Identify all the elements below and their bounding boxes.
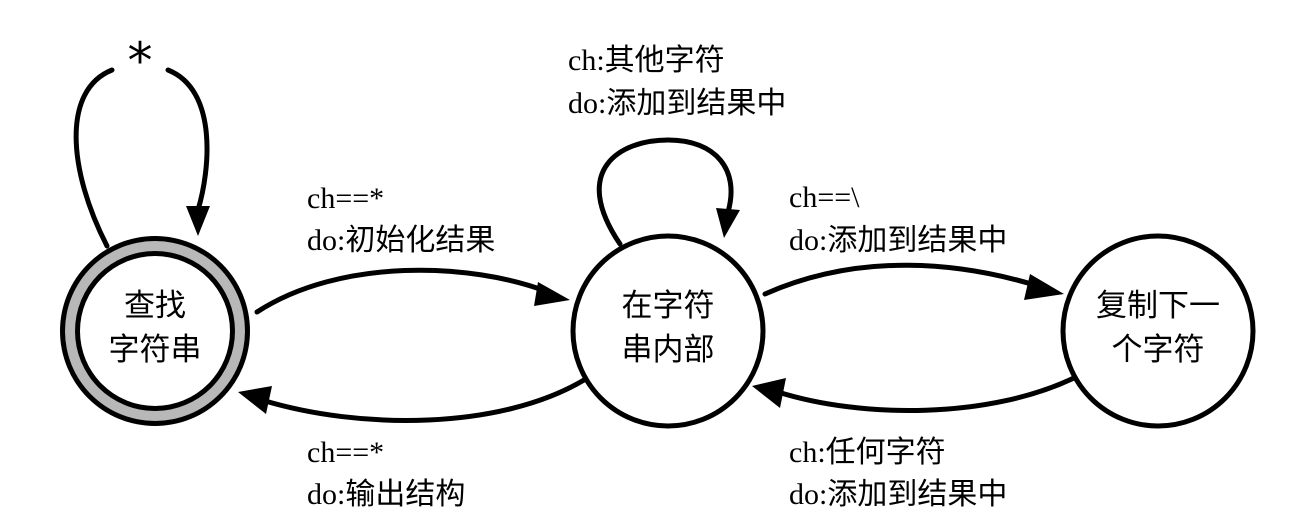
arrowhead-icon bbox=[238, 386, 272, 414]
arrowhead-icon bbox=[186, 206, 210, 236]
node-label-line: 个字符 bbox=[1112, 332, 1205, 367]
edge-label-star: * bbox=[128, 32, 153, 90]
node-copy-next: 复制下一 个字符 bbox=[1060, 233, 1256, 429]
edge-find-self-loop: * bbox=[73, 32, 210, 249]
node-label-line: 查找 bbox=[124, 288, 186, 323]
edge-label-condition: ch:任何字符 bbox=[789, 436, 946, 469]
arrowhead-icon bbox=[716, 208, 740, 238]
edge-in-to-copy: ch==\ do:添加到结果中 bbox=[762, 181, 1064, 300]
arrowhead-icon bbox=[752, 378, 786, 408]
arrowhead-icon bbox=[534, 282, 570, 306]
edge-label-action: do:添加到结果中 bbox=[568, 87, 786, 120]
edge-label-action: do:添加到结果中 bbox=[789, 224, 1007, 257]
node-label-line: 字符串 bbox=[109, 332, 202, 367]
node-label-line: 串内部 bbox=[622, 332, 715, 367]
edge-find-to-in: ch==* do:初始化结果 bbox=[254, 182, 570, 315]
edge-copy-to-in: ch:任何字符 do:添加到结果中 bbox=[752, 373, 1081, 511]
edge-label-condition: ch==* bbox=[307, 182, 384, 215]
edge-label-condition: ch:其他字符 bbox=[568, 44, 725, 77]
edge-label-action: do:添加到结果中 bbox=[789, 478, 1007, 511]
edge-label-condition: ch==\ bbox=[789, 181, 860, 214]
edge-label-action: do:初始化结果 bbox=[307, 224, 495, 257]
edge-label-action: do:输出结构 bbox=[307, 478, 465, 511]
edge-label-condition: ch==* bbox=[307, 436, 384, 469]
edge-in-self-loop: ch:其他字符 do:添加到结果中 bbox=[568, 44, 786, 247]
node-label-line: 复制下一 bbox=[1096, 288, 1220, 323]
arrowhead-icon bbox=[1024, 274, 1064, 300]
edge-in-to-find: ch==* do:输出结构 bbox=[238, 377, 587, 511]
node-in-string: 在字符 串内部 bbox=[570, 233, 766, 429]
node-find-string: 查找 字符串 bbox=[60, 236, 250, 426]
node-label-line: 在字符 bbox=[622, 288, 715, 323]
